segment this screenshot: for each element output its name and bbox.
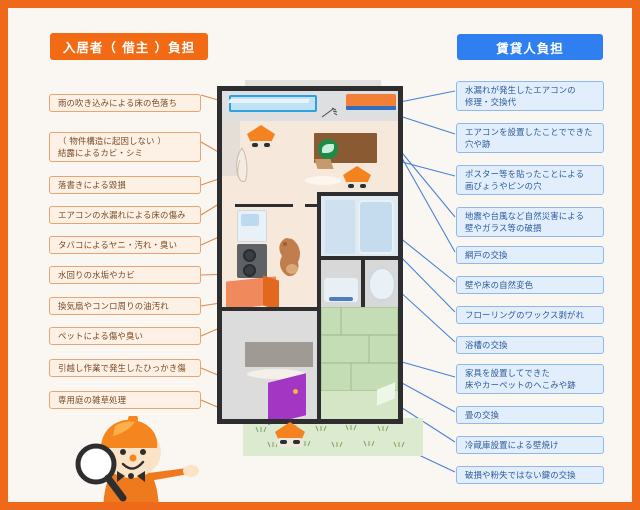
- mascot-hand: [183, 465, 199, 477]
- tenant-item-3[interactable]: 落書きによる毀損: [49, 176, 201, 194]
- tenant-item-9[interactable]: 引越し作業で発生したひっかき傷: [49, 359, 201, 377]
- broom-icon: [321, 107, 338, 118]
- landlord-item-4[interactable]: 地震や台風など自然災害による 壁やガラス等の破損: [456, 207, 604, 237]
- wall-toilet-left: [361, 260, 365, 307]
- tenant-item-6[interactable]: 水回りの水垢やカビ: [49, 266, 201, 284]
- wall-bottom: [222, 419, 398, 424]
- landlord-item-9[interactable]: 家具を設置してできた 床やカーペットのへこみや跡: [456, 364, 604, 394]
- tenant-item-4[interactable]: エアコンの水漏れによる床の傷み: [49, 206, 201, 224]
- stove-burner-2: [243, 264, 256, 277]
- dog-icon: [279, 238, 300, 277]
- tenant-item-7[interactable]: 換気扇やコンロ周りの油汚れ: [49, 297, 201, 315]
- mascot-worker-garden: [273, 420, 307, 450]
- mascot-mouth: [121, 460, 145, 470]
- landlord-item-12[interactable]: 破損や粉失ではない鍵の交換: [456, 466, 604, 484]
- landlord-item-2[interactable]: エアコンを設置したことでできた 穴や跡: [456, 123, 604, 153]
- landlord-item-7[interactable]: フローリングのワックス剥がれ: [456, 306, 604, 324]
- tenant-header: 入居者（ 借主 ）負担: [50, 33, 208, 60]
- tenant-item-10[interactable]: 専用庭の雑草処理: [49, 391, 201, 409]
- wall-kitchen-stub: [305, 204, 319, 207]
- magnifier-handle-icon: [104, 474, 127, 502]
- landlord-item-8[interactable]: 浴槽の交換: [456, 336, 604, 354]
- mascot-nose: [129, 454, 137, 462]
- washing-machine-panel: [241, 214, 259, 226]
- sink-rim: [329, 297, 353, 301]
- landlord-header: 賃貸人負担: [457, 34, 603, 60]
- toilet: [369, 268, 395, 300]
- landlord-item-1[interactable]: 水漏れが発生したエアコンの 修理・交換代: [456, 81, 604, 111]
- magnifier-lens-icon: [75, 443, 117, 485]
- closet-left: [222, 121, 240, 176]
- landlord-item-6[interactable]: 壁や床の自然変色: [456, 276, 604, 294]
- floor-highlight: [305, 176, 341, 185]
- window-glare: [228, 99, 310, 103]
- mascot-eye-right: [140, 449, 146, 455]
- tenant-header-label: 入居者（ 借主 ）負担: [62, 40, 196, 55]
- mascot-cap-highlight: [113, 421, 135, 436]
- tatami-room: [321, 307, 398, 391]
- tenant-item-5[interactable]: タバコによるヤニ・汚れ・臭い: [49, 236, 201, 254]
- mascot-bowtie: [117, 471, 145, 482]
- wall-tatami-left: [317, 307, 321, 419]
- landlord-item-5[interactable]: 網戸の交換: [456, 246, 604, 264]
- mascot-worker-middle: [341, 166, 373, 192]
- tatami-mat-lines: [321, 307, 398, 391]
- stove-burner-1: [243, 249, 256, 262]
- tenant-item-1[interactable]: 雨の吹き込みによる床の色落ち: [49, 94, 201, 112]
- wall-bathroom-top: [317, 192, 398, 196]
- apartment-floorplan: [217, 86, 403, 425]
- shoe-cabinet: [245, 342, 313, 367]
- door-knob: [293, 389, 298, 394]
- landlord-item-10[interactable]: 畳の交換: [456, 406, 604, 424]
- plant-leaves: [322, 144, 334, 153]
- landlord-item-3[interactable]: ポスター等を貼ったことによる 画びょうやピンの穴: [456, 165, 604, 195]
- poster-canvas: 入居者（ 借主 ）負担 賃貸人負担 雨の吹き込みによる床の色落ち （ 物件構造に…: [8, 8, 632, 502]
- landlord-item-11[interactable]: 冷蔵庫設置による壁焼け: [456, 436, 604, 454]
- shower-area: [325, 200, 355, 254]
- mascot-bowtie-knot: [128, 473, 134, 479]
- balcony-window: [229, 95, 317, 112]
- wall-bath-bottom: [321, 256, 398, 260]
- feather-duster-icon: [236, 147, 248, 182]
- garden-lawn: [243, 418, 423, 456]
- air-conditioner-vent: [346, 106, 396, 110]
- inspector-mascot: [75, 416, 199, 502]
- mascot-eye-left: [120, 449, 126, 455]
- wall-bathroom-left: [317, 192, 321, 307]
- entrance-highlight: [247, 369, 305, 379]
- table-leg: [314, 159, 334, 169]
- tenant-item-8[interactable]: ペットによる傷や臭い: [49, 327, 201, 345]
- bathtub: [358, 200, 394, 254]
- wall-entrance-top: [222, 307, 317, 311]
- cardboard-box-side: [263, 275, 279, 311]
- mascot-worker-top: [245, 125, 277, 151]
- wall-kitchen-partial: [235, 204, 293, 207]
- tenant-item-2[interactable]: （ 物件構造に起因しない ） 結露によるカビ・シミ: [49, 132, 201, 162]
- landlord-header-label: 賃貸人負担: [496, 40, 564, 56]
